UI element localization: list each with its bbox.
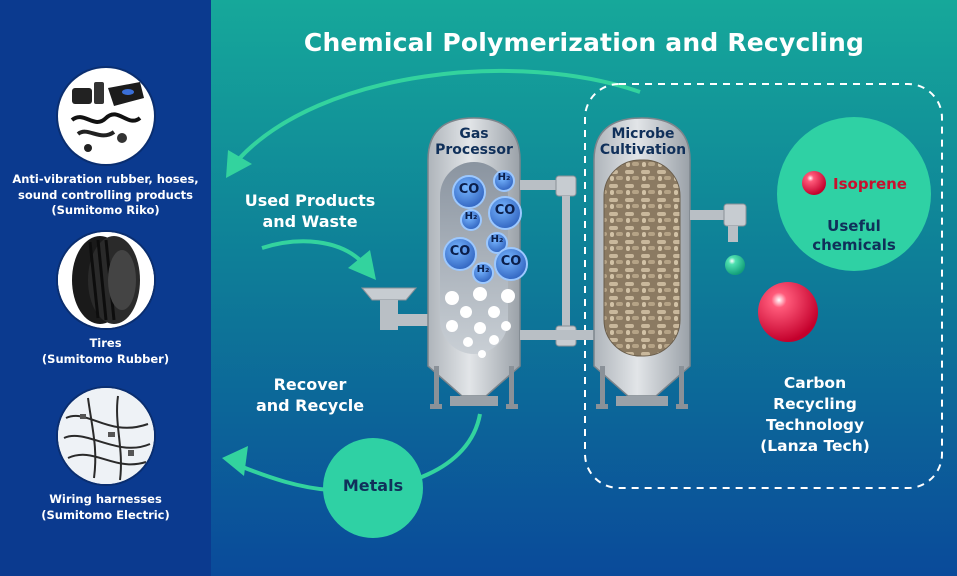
page-title: Chemical Polymerization and Recycling: [303, 28, 865, 57]
metals-circle: Metals: [323, 438, 423, 538]
useful-chemicals-label: Useful chemicals: [812, 217, 896, 254]
isoprene-label: Isoprene: [833, 175, 907, 193]
green-ball: [725, 255, 745, 275]
molecule-h2: H₂: [464, 211, 478, 222]
recycle-arrowhead: [222, 446, 248, 476]
caption-line: (Sumitomo Riko): [51, 203, 160, 217]
caption-line: Wiring harnesses: [49, 492, 162, 506]
top-arrowhead: [226, 150, 252, 178]
product-rubber: Anti-vibration rubber, hoses, sound cont…: [0, 68, 211, 219]
lanza-tech-box: [584, 83, 943, 489]
carbon-recycling-label: Carbon Recycling Technology (Lanza Tech): [760, 374, 870, 455]
gas-processor-label: Gas Processor: [435, 126, 513, 158]
caption-line: (Sumitomo Electric): [41, 507, 170, 522]
hopper: [360, 287, 418, 301]
product-tires: Tires (Sumitomo Rubber): [0, 232, 211, 367]
molecule-h2: H₂: [490, 234, 504, 245]
caption-line: Tires: [89, 336, 122, 350]
microbe-tank: [593, 117, 691, 409]
molecule-co: CO: [494, 203, 516, 218]
red-ball-large: [758, 282, 818, 342]
molecule-co: CO: [458, 182, 480, 197]
molecule-co: CO: [500, 254, 522, 269]
isoprene-molecule-icon: [802, 171, 826, 195]
recover-recycle-label: Recover and Recycle: [255, 375, 365, 415]
waste-flow-arrow: [261, 239, 364, 264]
tire-icon: [57, 232, 154, 328]
waste-arrowhead: [348, 250, 376, 280]
caption-line: Anti-vibration rubber, hoses,: [12, 172, 199, 186]
caption-line: (Sumitomo Rubber): [41, 351, 170, 366]
microbe-cultivation-label: Microbe Cultivation: [599, 126, 687, 158]
caption-line: sound controlling products: [18, 187, 193, 202]
top-flow-arrow: [236, 68, 641, 162]
rubber-parts-icon: [57, 68, 154, 164]
molecule-h2: H₂: [476, 264, 490, 275]
product-wiring: Wiring harnesses (Sumitomo Electric): [0, 388, 211, 523]
molecule-co: CO: [449, 244, 471, 259]
metals-label: Metals: [342, 476, 404, 495]
wiring-icon: [57, 388, 154, 484]
useful-chemicals-circle: Isoprene Useful chemicals: [777, 117, 931, 271]
used-products-label: Used Products and Waste: [244, 191, 376, 231]
molecule-h2: H₂: [497, 172, 511, 183]
